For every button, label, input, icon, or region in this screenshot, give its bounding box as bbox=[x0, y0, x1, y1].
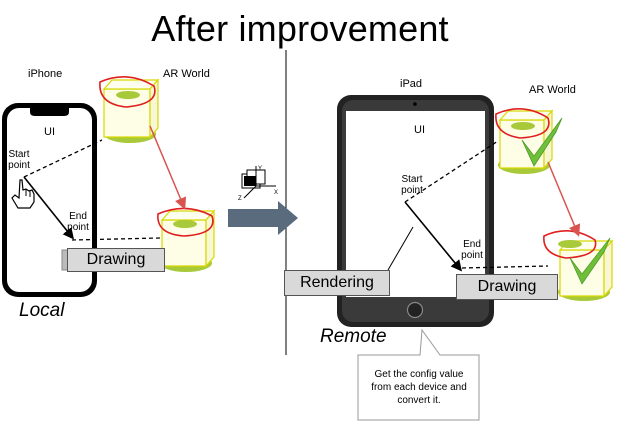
hand-cursor-icon bbox=[11, 179, 35, 209]
iphone-label: iPhone bbox=[28, 68, 63, 80]
drawing-label-right: Drawing bbox=[456, 274, 558, 300]
diagram-title: After improvement bbox=[151, 8, 449, 49]
ar-world-label-right: AR World bbox=[529, 84, 576, 96]
ar-link-arrow-right bbox=[547, 161, 581, 237]
ipad-label: iPad bbox=[400, 78, 423, 90]
projection-dashed-start-right bbox=[404, 140, 499, 203]
ui-label-left: UI bbox=[44, 126, 55, 138]
ar-link-arrow-left bbox=[149, 125, 187, 210]
checkmark-icon bbox=[521, 117, 563, 167]
start-point-label-right: Start point bbox=[401, 174, 423, 196]
axis-letter-y: Y bbox=[258, 166, 262, 172]
ar-cube-left-bottom bbox=[157, 207, 216, 272]
rendering-label: Rendering bbox=[284, 270, 390, 296]
user-stroke-left bbox=[23, 176, 74, 240]
checkmark-icon bbox=[569, 237, 611, 285]
drawing-label-left: Drawing bbox=[67, 248, 165, 272]
projection-dashed-end-left bbox=[71, 237, 161, 241]
ar-cube-right-top bbox=[495, 108, 563, 174]
home-button bbox=[406, 301, 424, 319]
local-caption: Local bbox=[19, 300, 65, 321]
axis-icon: Y Z X bbox=[238, 166, 278, 202]
end-point-label-right: End point bbox=[461, 239, 483, 261]
ar-cube-left-top bbox=[99, 76, 160, 143]
remote-caption: Remote bbox=[320, 326, 387, 347]
axis-letter-z: Z bbox=[238, 196, 242, 202]
axis-letter-x: X bbox=[274, 190, 278, 196]
transfer-arrow bbox=[228, 201, 298, 235]
ar-world-label-left: AR World bbox=[163, 68, 210, 80]
red-circle-marker bbox=[99, 76, 156, 108]
projection-dashed-start-left bbox=[23, 139, 103, 178]
start-point-label-left: Start point bbox=[8, 149, 30, 171]
projection-dashed-end-right bbox=[461, 265, 549, 269]
callout-text: Get the config value from each device an… bbox=[371, 369, 467, 406]
rendering-pointer bbox=[387, 226, 414, 271]
ar-cube-right-bottom bbox=[543, 230, 614, 301]
callout-box bbox=[357, 328, 480, 421]
end-point-label-left: End point bbox=[67, 211, 89, 233]
red-circle-marker bbox=[495, 108, 550, 139]
ui-label-right: UI bbox=[414, 124, 425, 136]
user-stroke-right bbox=[404, 201, 463, 272]
